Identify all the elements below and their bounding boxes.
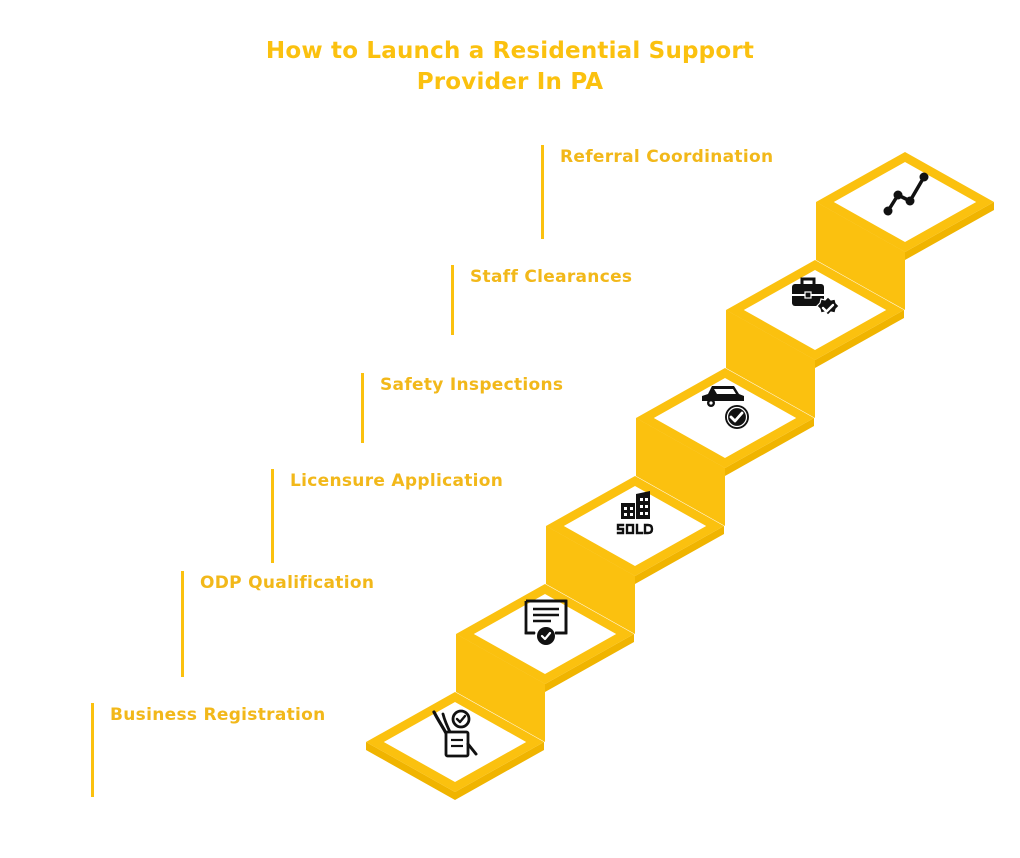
step-3-label: Licensure Application (290, 471, 504, 491)
sold-building-icon (616, 491, 654, 535)
step-1-bar (91, 703, 94, 797)
step-6-bar (541, 145, 544, 239)
line-graph-icon (883, 172, 929, 216)
stair-step-side (366, 742, 455, 800)
stair-tread-face (743, 270, 887, 350)
stair-riser (726, 310, 815, 418)
stair-step-6 (816, 152, 994, 310)
stair-tread-face (833, 162, 977, 242)
stair-step-side (545, 634, 634, 692)
step-2-label: ODP Qualification (200, 573, 375, 593)
stair-step-5 (726, 260, 904, 418)
staircase (366, 152, 994, 800)
signed-contract-icon (432, 709, 478, 758)
step-2-bar (181, 571, 184, 677)
stair-step-side (455, 742, 544, 800)
stair-tread-face (563, 486, 707, 566)
car-check-icon (702, 386, 749, 429)
step-5-label: Staff Clearances (470, 267, 633, 287)
step-5-bar (451, 265, 454, 335)
stair-riser (546, 526, 635, 634)
diagram-title: How to Launch a Residential Support Prov… (160, 36, 860, 98)
stair-riser (816, 202, 905, 310)
step-6-label: Referral Coordination (560, 147, 774, 167)
step-icons (432, 172, 929, 758)
briefcase-verified-icon (792, 277, 840, 316)
stair-step-side (725, 418, 814, 476)
stair-tread-face (653, 378, 797, 458)
stair-riser (636, 418, 725, 526)
stair-step-3 (546, 476, 724, 634)
step-3-bar (271, 469, 274, 563)
stair-riser (456, 634, 545, 742)
certificate-icon (524, 599, 568, 645)
stair-step-4 (636, 368, 814, 526)
title-line-1: How to Launch a Residential Support (265, 38, 755, 64)
stair-step-side (815, 310, 904, 368)
step-1-label: Business Registration (110, 705, 326, 725)
step-4-bar (361, 373, 364, 443)
step-4-label: Safety Inspections (380, 375, 564, 395)
stair-step-side (905, 202, 994, 260)
title-line-2: Provider In PA (416, 69, 604, 95)
stair-step-side (635, 526, 724, 584)
